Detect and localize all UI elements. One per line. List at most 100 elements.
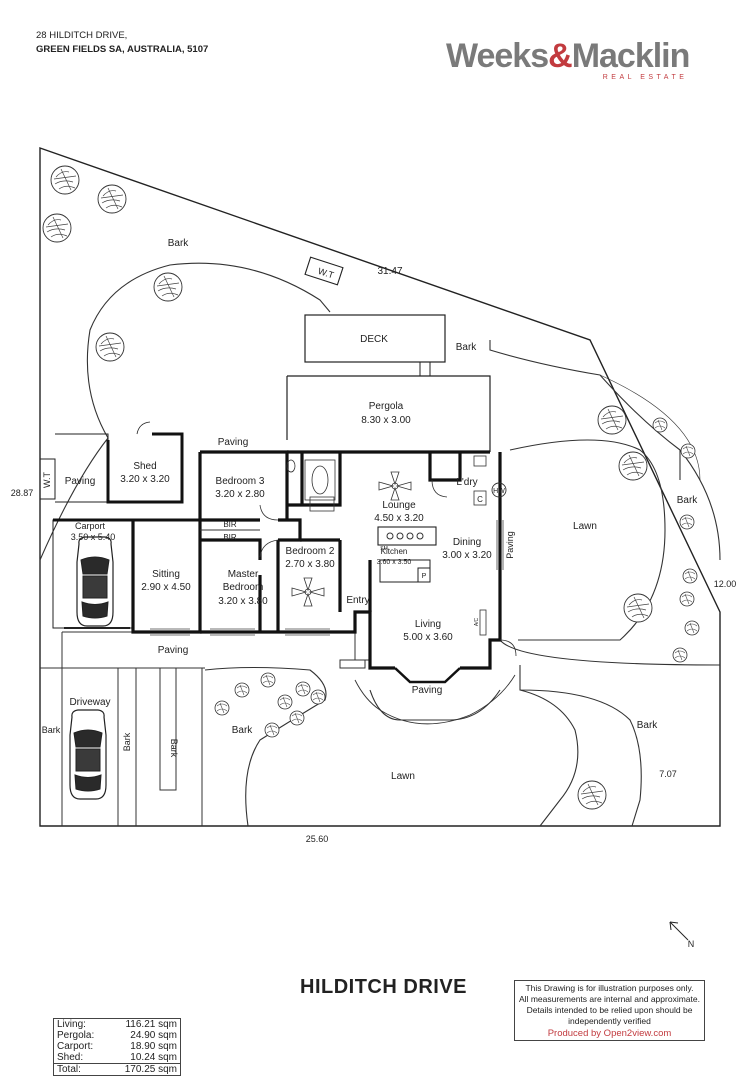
car-in-carport — [76, 536, 114, 627]
disclaimer-line: Details intended to be relied upon shoul… — [526, 1005, 693, 1015]
north-arrow-icon — [669, 921, 689, 941]
area-summary-table: Living: 116.21 sqm Pergola: 24.90 sqm Carp… — [53, 1018, 181, 1076]
label-dim-right: 12.00 — [714, 579, 737, 589]
label-paving-bottom: Paving — [158, 645, 189, 656]
label-kitchen-size: 3.60 x 3.50 — [377, 559, 412, 566]
street-name: HILDITCH DRIVE — [300, 976, 467, 998]
lawn-bottom-edge-left — [204, 666, 327, 827]
label-paving-top: Paving — [218, 437, 249, 448]
area-row: Carport: 18.90 sqm — [54, 1041, 180, 1052]
house-walls — [131, 450, 502, 670]
label-deck: DECK — [360, 334, 388, 345]
label-ldry: L'dry — [456, 477, 477, 488]
label-kitchen: Kitchen — [381, 547, 408, 556]
label-paving-right: Paving — [505, 531, 515, 559]
disclaimer-line: independently verified — [568, 1016, 651, 1026]
water-tank-top — [304, 256, 344, 286]
label-dim-bottom: 25.60 — [306, 834, 329, 844]
label-sitting: Sitting — [152, 569, 180, 580]
label-bed2-size: 2.70 x 3.80 — [285, 559, 335, 570]
area-value: 24.90 sqm — [130, 1030, 177, 1041]
label-lounge: Lounge — [382, 500, 416, 511]
area-label: Carport: — [57, 1041, 94, 1052]
label-dining-size: 3.00 x 3.20 — [442, 550, 492, 561]
label-wt-left: W.T — [42, 472, 52, 488]
area-label: Shed: — [57, 1052, 84, 1063]
kitchen-island — [377, 526, 437, 546]
label-pergola: Pergola — [369, 401, 404, 412]
north-label: N — [688, 939, 695, 949]
label-dim-top: 31.47 — [377, 266, 402, 277]
label-shed: Shed — [133, 461, 156, 472]
label-bark-left: Bark — [42, 725, 61, 735]
label-lawn-bottom: Lawn — [391, 771, 415, 782]
label-bark-mid: Bark — [232, 725, 254, 736]
label-master-size: 3.20 x 3.80 — [218, 596, 268, 607]
label-master-1: Master — [228, 569, 259, 580]
label-dining: Dining — [453, 537, 481, 548]
label-driveway: Driveway — [69, 697, 110, 708]
label-wt-top: W.T — [317, 266, 336, 281]
label-dim-left: 28.87 — [11, 488, 34, 498]
label-carport: Carport — [75, 521, 106, 531]
area-value: 18.90 sqm — [130, 1041, 177, 1052]
label-sitting-size: 2.90 x 4.50 — [141, 582, 191, 593]
label-bed3-size: 3.20 x 2.80 — [215, 489, 265, 500]
logo-ampersand: & — [548, 37, 573, 75]
label-ac: A/C — [474, 617, 480, 626]
logo-subtitle: REAL ESTATE — [602, 74, 688, 81]
label-paving-left: Paving — [65, 476, 96, 487]
area-label: Living: — [57, 1019, 86, 1030]
label-paving-front: Paving — [412, 685, 443, 696]
label-bark-top: Bark — [168, 238, 190, 249]
address-line-2: GREEN FIELDS SA, AUSTRALIA, 5107 — [36, 44, 209, 55]
lawn-bottom-edge-right — [519, 689, 579, 827]
garden-bed-left — [39, 262, 331, 632]
disclaimer-line: This Drawing is for illustration purpose… — [525, 983, 694, 993]
label-bed3: Bedroom 3 — [216, 476, 265, 487]
area-row: Living: 116.21 sqm — [54, 1019, 180, 1030]
water-tank-left — [39, 458, 56, 500]
label-sm: SM — [380, 546, 388, 552]
disclaimer-box: This Drawing is for illustration purpose… — [514, 980, 705, 1041]
shed-walls — [106, 432, 184, 504]
produced-by-link[interactable]: Produced by Open2view.com — [547, 1028, 672, 1039]
label-c: C — [477, 495, 483, 504]
label-dim-corner: 7.07 — [659, 769, 677, 779]
label-bark-lower-right: Bark — [637, 720, 659, 731]
label-lounge-size: 4.50 x 3.20 — [374, 513, 424, 524]
label-pergola-size: 8.30 x 3.00 — [361, 415, 411, 426]
label-p: P — [422, 573, 427, 580]
label-bark-right: Bark — [677, 495, 699, 506]
disclaimer-line: All measurements are internal and approx… — [519, 994, 700, 1004]
label-master-2: Bedroom — [223, 582, 264, 593]
label-bark-deck: Bark — [456, 342, 478, 353]
property-address: 28 HILDITCH DRIVE, GREEN FIELDS SA, AUST… — [36, 29, 208, 57]
label-bed2: Bedroom 2 — [286, 546, 335, 557]
area-row: Shed: 10.24 sqm — [54, 1052, 180, 1063]
pergola-outline — [286, 375, 491, 452]
area-value: 116.21 sqm — [125, 1019, 177, 1030]
area-label: Pergola: — [57, 1030, 95, 1041]
label-bark-strip-1: Bark — [122, 732, 132, 751]
area-row: Pergola: 24.90 sqm — [54, 1030, 180, 1041]
deck — [304, 314, 446, 363]
label-hw: HW — [493, 488, 505, 495]
address-line-1: 28 HILDITCH DRIVE, — [36, 30, 128, 41]
label-bark-strip-2: Bark — [169, 739, 179, 758]
label-bir-2: BIR — [223, 533, 237, 542]
label-entry: Entry — [346, 595, 369, 606]
label-shed-size: 3.20 x 3.20 — [120, 474, 170, 485]
label-bir-1: BIR — [223, 520, 237, 529]
garden-bed-right — [489, 340, 681, 480]
label-lawn-right: Lawn — [573, 521, 597, 532]
logo-text-2: Macklin — [571, 37, 691, 75]
area-row-total: Total:170.25 sqm — [54, 1063, 180, 1075]
label-living-size: 5.00 x 3.60 — [403, 632, 453, 643]
label-living: Living — [415, 619, 441, 630]
area-value: 10.24 sqm — [130, 1052, 177, 1063]
agency-logo: Weeks&Macklin REAL ESTATE — [446, 37, 691, 81]
logo-text-1: Weeks — [446, 37, 549, 75]
car-in-driveway — [69, 709, 107, 800]
